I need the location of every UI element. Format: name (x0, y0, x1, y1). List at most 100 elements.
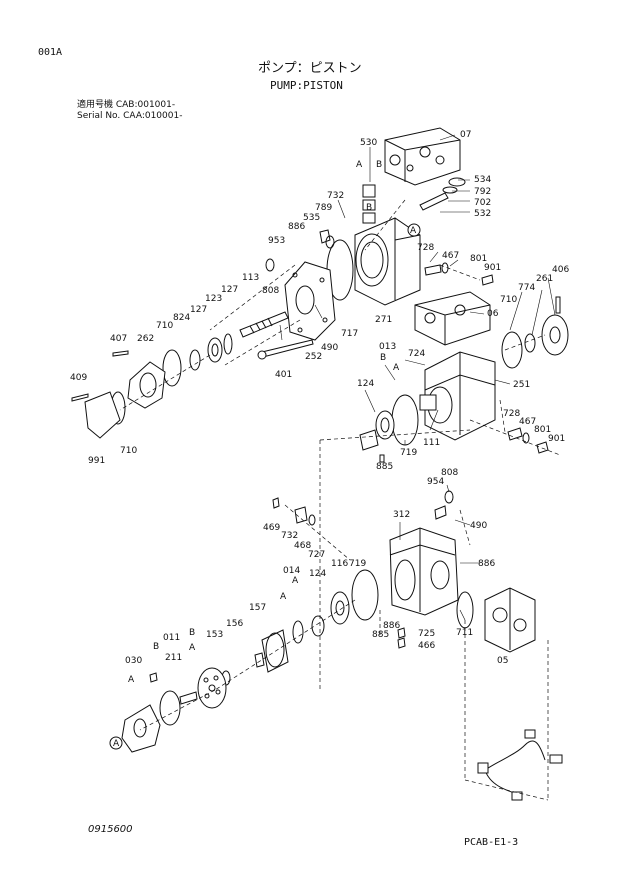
part-466 (397, 637, 406, 649)
part-732 (294, 506, 308, 524)
callout-030: 030 (125, 656, 142, 666)
reference-markers (109, 223, 421, 750)
callout-153: 153 (206, 630, 223, 640)
callout-251: 251 (513, 380, 530, 390)
part-808 (265, 258, 275, 272)
title-japanese: ポンプ：ピストン (258, 61, 362, 76)
bolt-401-head (257, 350, 267, 360)
fitting-stack (419, 177, 466, 211)
bearing-124 (375, 410, 395, 440)
callout-901-top: 901 (484, 263, 501, 273)
callout-116: 116 (331, 559, 348, 569)
callout-marker-a-014: A (280, 592, 287, 602)
upper-pump-housing (354, 184, 421, 306)
callout-901-lower: 901 (548, 434, 565, 444)
cover-262 (127, 361, 166, 409)
callout-013: 013 (379, 342, 396, 352)
callout-719-lower: 719 (349, 559, 366, 569)
callout-711: 711 (456, 628, 473, 638)
leader-lines (279, 134, 556, 621)
callout-409: 409 (70, 373, 87, 383)
o-ring-719 (391, 394, 419, 446)
callout-728-lower: 728 (503, 409, 520, 419)
swash-plate-030 (121, 704, 161, 753)
callout-156: 156 (226, 619, 243, 629)
callout-886: 886 (288, 222, 305, 232)
callout-535: 535 (303, 213, 320, 223)
callout-534: 534 (474, 175, 491, 185)
o-ring-719-lower (351, 569, 379, 621)
callout-123: 123 (205, 294, 222, 304)
title-english: PUMP:PISTON (270, 79, 343, 92)
callout-801-lower: 801 (534, 425, 551, 435)
serial-line-1: 適用号機 CAB:001001- (77, 98, 175, 110)
serial-line-2: Serial No. CAA:010001- (77, 111, 182, 121)
callout-732-lower: 732 (281, 531, 298, 541)
footer-page-ref: PCAB-E1-3 (464, 837, 518, 848)
callout-732: 732 (327, 191, 344, 201)
shaft-113 (239, 311, 289, 338)
callout-710-left: 710 (156, 321, 173, 331)
callout-07: 07 (460, 130, 471, 140)
callout-886-lower: 886 (478, 559, 495, 569)
callout-808-top: 808 (262, 286, 279, 296)
callout-466: 466 (418, 641, 435, 651)
callout-211: 211 (165, 653, 182, 663)
gear-116 (330, 591, 350, 625)
callout-157: 157 (249, 603, 266, 613)
part-789 (325, 235, 335, 249)
callout-261: 261 (536, 274, 553, 284)
callout-014-a: A (292, 576, 299, 586)
cylinder-block-157 (254, 629, 289, 673)
callout-124-mid: 124 (357, 379, 374, 389)
callout-530: 530 (360, 138, 377, 148)
plug-728-lower (507, 427, 523, 441)
seal-774 (524, 333, 536, 353)
callout-728-top: 728 (417, 243, 434, 253)
callout-467-lower: 467 (519, 417, 536, 427)
callout-124-lower: 124 (309, 569, 326, 579)
footer-drawing-number: 0915600 (88, 824, 133, 835)
callout-530-a: A (356, 160, 363, 170)
callout-727: 727 (308, 550, 325, 560)
bearing-123 (162, 333, 233, 387)
callout-marker-a-mid: A (393, 363, 400, 373)
bearing-124-lower (311, 615, 325, 637)
callout-532: 532 (474, 209, 491, 219)
callout-469: 469 (263, 523, 280, 533)
plug-801 (481, 274, 494, 286)
callout-789: 789 (315, 203, 332, 213)
bolt-406 (555, 296, 561, 314)
spring-211 (179, 691, 198, 705)
callout-111: 111 (423, 438, 440, 448)
callout-014: 014 (283, 566, 300, 576)
regulator-06 (414, 291, 491, 346)
cover-261 (541, 314, 569, 356)
callout-marker-a-bottom: A (113, 739, 120, 749)
pin-885 (379, 454, 385, 463)
callout-marker-a-top: A (410, 226, 417, 236)
callout-271: 271 (375, 315, 392, 325)
bolt-407 (112, 350, 129, 357)
callout-801-top: 801 (470, 254, 487, 264)
callout-702: 702 (474, 198, 491, 208)
regulator-05 (484, 587, 536, 653)
callout-808-lower: 808 (441, 468, 458, 478)
part-124-sleeve (359, 429, 379, 451)
o-ring-710-right (501, 331, 523, 369)
wiring-harness (477, 729, 563, 801)
callout-127-b: 127 (190, 305, 207, 315)
callout-011-b: B (189, 628, 195, 638)
part-725 (397, 627, 406, 639)
callout-490-top: 490 (321, 343, 338, 353)
part-011 (149, 672, 158, 683)
page-code: 001A (38, 47, 62, 58)
callout-724: 724 (408, 349, 425, 359)
plate-153 (197, 667, 227, 709)
callout-725: 725 (418, 629, 435, 639)
callout-013-b: B (380, 353, 386, 363)
callout-886-bottom: 886 (383, 621, 400, 631)
callout-774: 774 (518, 283, 535, 293)
cover-991 (84, 391, 121, 439)
